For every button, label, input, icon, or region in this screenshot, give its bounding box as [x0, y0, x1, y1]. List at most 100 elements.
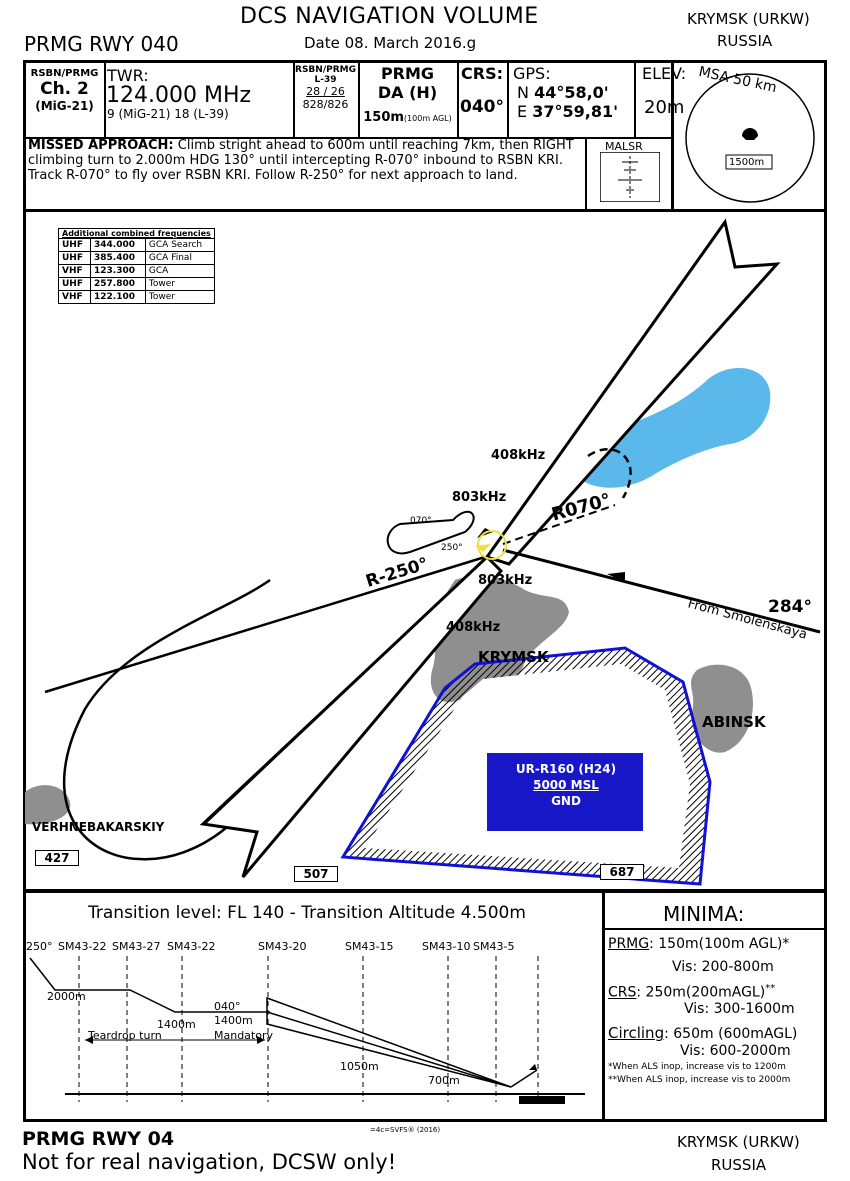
freq-value: 344.000 [90, 238, 146, 252]
missed-approach-body: Climb stright ahead to 600m until reachi… [28, 138, 574, 183]
l39-channels: 28 / 26 [306, 85, 345, 98]
copyright: =4c=SVFS® (2016) [370, 1126, 441, 1134]
hold-070-label: 070° [410, 516, 432, 526]
freq-band: UHF [57, 251, 92, 265]
minima-prmg-value: : 150m(100m AGL)* [649, 936, 790, 952]
freq-band: UHF [57, 238, 92, 252]
freq-value: 122.100 [90, 290, 146, 304]
msa-value: 1500m [729, 157, 765, 168]
fix-label: 250° [26, 940, 53, 953]
ndb-far-ne-label: 408kHz [491, 448, 546, 463]
twr-channels: 9 (MiG-21) 18 (L-39) [107, 107, 229, 121]
airport-name: KRYMSK (URKW) [687, 10, 810, 28]
info-strip: RSBN/PRMG Ch. 2 (MiG-21) TWR: 124.000 MH… [25, 62, 686, 138]
profile-alt-1400a: 1400m [157, 1018, 196, 1031]
transition-level: Transition level: FL 140 - Transition Al… [88, 903, 526, 923]
twr-cell: TWR: 124.000 MHz 9 (MiG-21) 18 (L-39) [104, 62, 295, 138]
l39-label: RSBN/PRMG [295, 65, 356, 75]
fix-label: SM43-20 [258, 940, 307, 953]
da-value: 150m [363, 110, 404, 125]
elevation-507: 507 [294, 866, 338, 882]
restricted-name: UR-R160 (H24) [515, 762, 617, 776]
profile-hdg-040: 040° [214, 1000, 241, 1013]
crs-value: 040° [460, 97, 504, 117]
minima-crs-label: CRS [608, 984, 637, 1001]
elevation-427: 427 [35, 850, 79, 866]
inbound-course-label: 284° [768, 597, 812, 617]
crs-label: CRS: [461, 64, 503, 83]
freq-value: 257.800 [90, 277, 146, 291]
profile-alt-1400b: 1400m [214, 1014, 253, 1027]
chart-date: Date 08. March 2016.g [304, 34, 477, 52]
minima-prmg-vis: Vis: 200-800m [672, 959, 774, 975]
profile-fixes: 250° SM43-22 SM43-27 SM43-22 SM43-20 SM4… [26, 940, 546, 954]
rsbn-channel: Ch. 2 [40, 79, 89, 99]
rsbn-label: RSBN/PRMG [30, 68, 99, 79]
ndb-far-sw-label: 408kHz [446, 620, 501, 635]
minima-note-1: *When ALS inop, increase vis to 1200m [608, 1062, 786, 1072]
gps-latitude: 44°58,0' [534, 83, 609, 102]
malsr-icon [600, 152, 660, 202]
fix-label: SM43-5 [473, 940, 515, 953]
map-top-border [25, 209, 825, 212]
fix-label: SM43-22 [58, 940, 107, 953]
minima-crs-vis: Vis: 300-1600m [684, 1001, 795, 1017]
twr-frequency: 124.000 MHz [106, 83, 252, 108]
fix-label: SM43-10 [422, 940, 471, 953]
freq-value: 385.400 [90, 251, 146, 265]
minima-prmg-label: PRMG [608, 936, 650, 952]
da-agl: (100m AGL) [403, 114, 452, 123]
hold-250-label: 250° [441, 543, 463, 553]
missed-approach-label: MISSED APPROACH: [28, 138, 174, 153]
footer-country: RUSSIA [711, 1156, 767, 1174]
da-cell: PRMG DA (H) 150m(100m AGL) [358, 62, 459, 138]
da-label: DA (H) [377, 83, 438, 102]
minima-title: MINIMA: [663, 902, 745, 926]
ndb-near-ne-label: 803kHz [452, 490, 507, 505]
frequency-table-title: Additional combined frequencies [58, 228, 215, 239]
freq-use: GCA Search [144, 238, 215, 252]
freq-band: UHF [57, 277, 92, 291]
freq-use: Tower [144, 277, 215, 291]
map-bottom-border [25, 889, 825, 893]
footer-airport: KRYMSK (URKW) [677, 1133, 800, 1151]
gps-n-prefix: N [517, 83, 529, 102]
procedure-title: PRMG RWY 040 [24, 32, 179, 56]
msa-circle [685, 73, 815, 203]
prmg-label: PRMG [380, 64, 435, 83]
freq-band: VHF [57, 264, 92, 278]
minima-divider [602, 892, 605, 1122]
minima-circling-label: Circling [608, 1024, 665, 1042]
volume-title: DCS NAVIGATION VOLUME [240, 4, 539, 29]
fix-label: SM43-27 [112, 940, 161, 953]
freq-value: 123.300 [90, 264, 146, 278]
minima-crs-mark: ** [765, 983, 776, 994]
freq-band: VHF [57, 290, 92, 304]
minima-circling-vis: Vis: 600-2000m [680, 1043, 791, 1059]
approach-map [25, 218, 821, 886]
town-krymsk: KRYMSK [478, 648, 549, 666]
minima-note-2: **When ALS inop, increase vis to 2000m [608, 1075, 791, 1085]
footer-procedure: PRMG RWY 04 [22, 1128, 175, 1150]
missed-divider [585, 138, 587, 210]
freq-use: GCA [144, 264, 215, 278]
profile-alt-2000: 2000m [47, 990, 86, 1003]
msa-divider [671, 62, 674, 210]
twr-label: TWR: [107, 66, 149, 85]
crs-cell: CRS: 040° [457, 62, 509, 138]
gps-label: GPS: [513, 64, 551, 83]
rsbn-aircraft: (MiG-21) [35, 99, 94, 113]
town-verkhnebakarskiy: VERHNEBAKARSKIY [32, 820, 165, 834]
lighting-label: MALSR [605, 140, 643, 153]
elev-value: 20m [644, 97, 685, 118]
minima-crs-value: : 250m(200mAGL) [636, 984, 766, 1001]
ndb-near-sw-label: 803kHz [478, 573, 533, 588]
gps-cell: GPS: N 44°58,0' E 37°59,81' [507, 62, 636, 138]
restricted-top: 5000 MSL [533, 778, 599, 792]
town-abinsk: ABINSK [702, 713, 766, 731]
profile-alt-1050: 1050m [340, 1060, 379, 1073]
